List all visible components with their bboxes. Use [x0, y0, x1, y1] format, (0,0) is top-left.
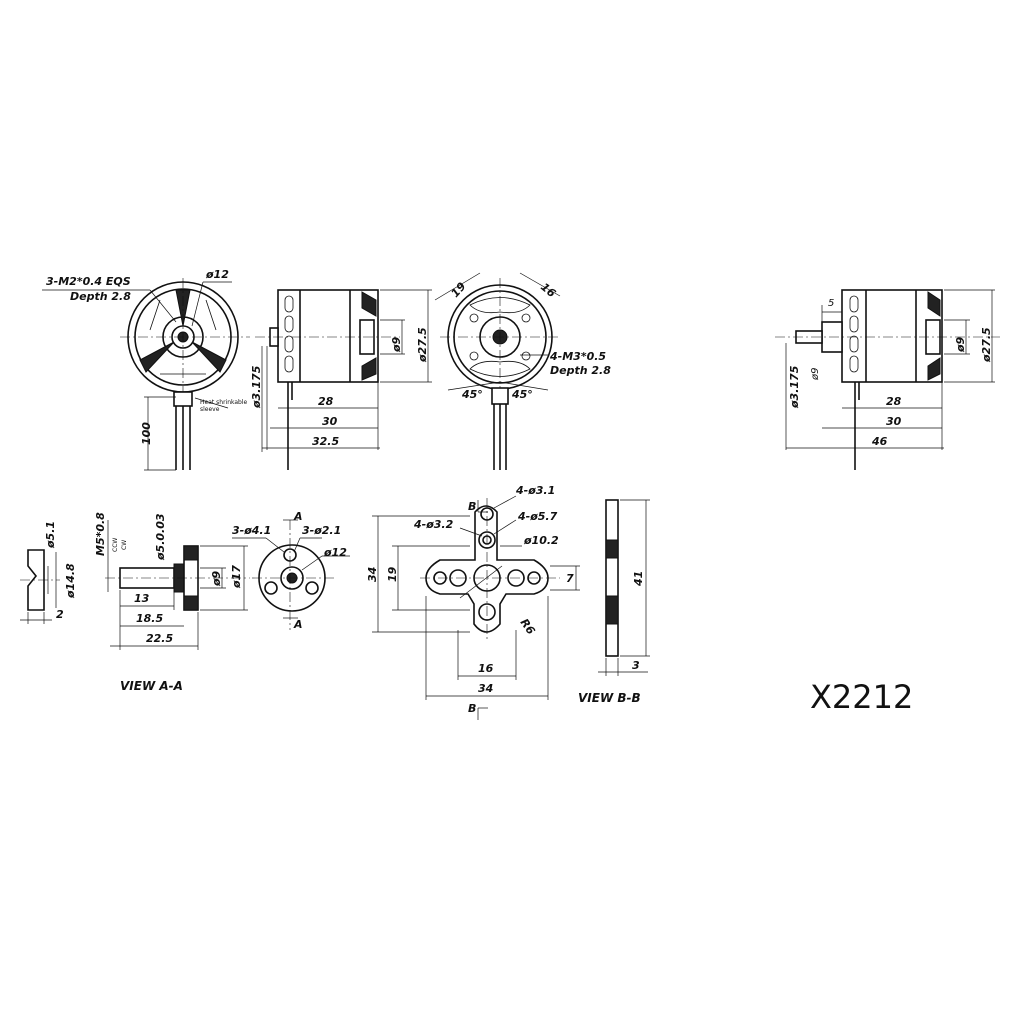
section-b-bottom: B: [468, 702, 476, 715]
thread-m5-label: M5*0.8: [94, 512, 107, 556]
dia-5-label: ø5.0.03: [154, 513, 167, 561]
section-a-top: A: [293, 510, 303, 523]
len-13-label: 13: [134, 592, 150, 605]
dia-9-b-label: ø9: [954, 336, 967, 353]
len-34-h-label: 34: [478, 682, 493, 695]
thread-m3-label: 4-M3*0.5: [549, 350, 606, 363]
len-16-h-label: 16: [478, 662, 494, 675]
len-30-label: 30: [322, 415, 338, 428]
cw-label: CW: [121, 540, 128, 550]
len-34-v-label: 34: [366, 567, 379, 582]
cross-mount-view: [372, 495, 580, 720]
rear-view: [434, 272, 561, 470]
angle-45-right: 45°: [511, 388, 533, 401]
prop-adapter-front: [232, 519, 350, 630]
dia-9-small-label: ø9: [810, 368, 821, 381]
dia-14-8-label: ø14.8: [64, 563, 77, 599]
dia-10-2-label: ø10.2: [523, 534, 559, 547]
len-22-5-label: 22.5: [146, 632, 173, 645]
angle-45-left: 45°: [461, 388, 483, 401]
len-28-label: 28: [318, 395, 334, 408]
dia-12-c-label: ø12: [323, 546, 347, 559]
len-30-b-label: 30: [886, 415, 902, 428]
r6-label: R6: [518, 616, 538, 637]
section-b-top: B: [468, 500, 476, 513]
side-view-a: [255, 289, 432, 470]
len-18-5-label: 18.5: [136, 612, 163, 625]
ccw-label: CCW: [112, 538, 119, 552]
dia-12-label: ø12: [205, 268, 229, 281]
dia-9-label: ø9: [390, 336, 403, 353]
thread-note: 3-M2*0.4 EQS: [46, 275, 131, 288]
dia-17-label: ø17: [230, 565, 243, 589]
dia-3-175-b-label: ø3.175: [788, 365, 801, 409]
len-28-b-label: 28: [886, 395, 902, 408]
holes-3-1-label: 4-ø3.1: [515, 484, 555, 497]
len-3-label: 3: [632, 659, 640, 672]
heat-shrink-label-2: sleeve: [200, 406, 220, 413]
len-32-5-label: 32.5: [312, 435, 339, 448]
side-view-b: [775, 289, 1000, 470]
dia-27-5-label: ø27.5: [416, 327, 429, 363]
model-title: X2212: [810, 678, 913, 716]
holes-5-7-label: 4-ø5.7: [517, 510, 558, 523]
len-46-label: 46: [871, 435, 888, 448]
view-aa-label: VIEW A-A: [120, 679, 183, 693]
len-100-label: 100: [140, 422, 153, 445]
len-7-label: 7: [566, 572, 574, 585]
dim-16-label: 16: [538, 280, 558, 300]
prop-shaft-view: [105, 520, 250, 650]
dim-5-label: 5: [828, 298, 834, 309]
holes-2-1-label: 3-ø2.1: [302, 524, 341, 537]
depth-note: Depth 2.8: [70, 290, 131, 303]
holes-3-2-label: 4-ø3.2: [413, 518, 454, 531]
dia-5-1-label: ø5.1: [44, 521, 57, 549]
view-bb-section: [598, 499, 650, 676]
front-view: [42, 278, 250, 471]
heat-shrink-label: Heat shrinkable: [200, 399, 248, 406]
holes-4-1-label: 3-ø4.1: [232, 524, 271, 537]
len-2-label: 2: [56, 608, 64, 621]
view-bb-label: VIEW B-B: [578, 691, 641, 705]
washer-view: [20, 549, 60, 624]
section-a-bottom: A: [293, 618, 303, 631]
dia-27-5-b-label: ø27.5: [980, 327, 993, 363]
len-19-v-label: 19: [386, 566, 399, 582]
depth-m3-label: Depth 2.8: [550, 364, 611, 377]
len-41-label: 41: [632, 571, 645, 587]
dia-3-175-label: ø3.175: [250, 365, 263, 409]
dia-9-c-label: ø9: [210, 570, 223, 587]
